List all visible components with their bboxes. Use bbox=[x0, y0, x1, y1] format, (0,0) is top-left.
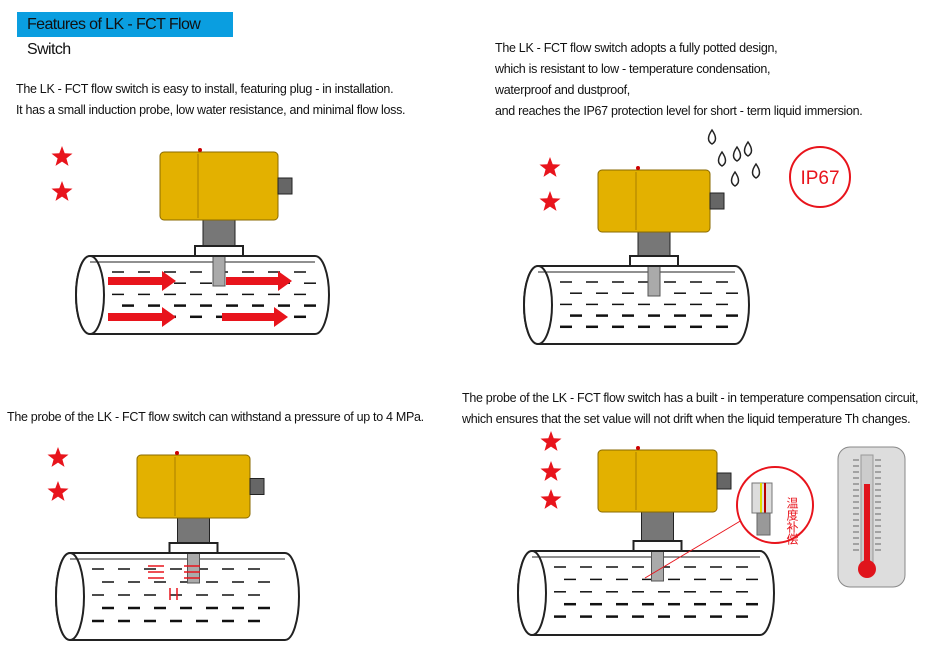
led-indicator bbox=[636, 166, 640, 170]
star-icon bbox=[540, 431, 562, 451]
pipe bbox=[523, 265, 750, 345]
water-drop-icon bbox=[730, 170, 740, 187]
text-line: The probe of the LK - FCT flow switch ha… bbox=[462, 391, 919, 405]
ip67-badge-text: IP67 bbox=[800, 168, 839, 189]
star-icon bbox=[540, 489, 562, 509]
water-drop-icon bbox=[743, 140, 753, 157]
feature-3-text: The probe of the LK - FCT flow switch ca… bbox=[7, 407, 424, 428]
flow-arrow-icon bbox=[222, 307, 288, 327]
feature-4-text: The probe of the LK - FCT flow switch ha… bbox=[462, 388, 919, 430]
feature-2-text: The LK - FCT flow switch adopts a fully … bbox=[495, 38, 863, 122]
pipe bbox=[517, 550, 775, 636]
led-indicator bbox=[198, 148, 202, 152]
page-title: Features of LK - FCT Flow Switch bbox=[17, 12, 233, 58]
pipe-mount bbox=[168, 542, 219, 554]
cable-connector bbox=[249, 478, 265, 495]
pipe-end bbox=[55, 552, 85, 641]
star-icon bbox=[47, 481, 69, 501]
flow-arrow-icon bbox=[108, 271, 176, 291]
star-icon bbox=[539, 191, 561, 211]
star-icon bbox=[47, 447, 69, 467]
switch-body bbox=[159, 151, 279, 221]
switch-body bbox=[136, 454, 251, 519]
callout-char: 温度补偿 bbox=[785, 497, 799, 545]
thermometer-bulb bbox=[858, 560, 876, 578]
switch-body bbox=[597, 169, 711, 233]
probe-tip bbox=[756, 512, 771, 536]
ip67-badge bbox=[789, 146, 851, 208]
star-icon bbox=[539, 157, 561, 177]
wire-yellow bbox=[760, 483, 762, 513]
pipe-end bbox=[523, 265, 553, 345]
text-line: The LK - FCT flow switch is easy to inst… bbox=[16, 82, 394, 96]
text-line: which ensures that the set value will no… bbox=[462, 412, 911, 426]
flow-arrow-icon bbox=[108, 307, 176, 327]
water-drop-icon bbox=[751, 162, 761, 179]
cable-connector bbox=[709, 192, 725, 210]
pipe-end bbox=[517, 550, 547, 636]
feature-1-text: The LK - FCT flow switch is easy to inst… bbox=[16, 79, 406, 121]
pipe-mount bbox=[629, 255, 679, 267]
text-line: and reaches the IP67 protection level fo… bbox=[495, 104, 863, 118]
pipe-end bbox=[75, 255, 105, 335]
magnifier-circle bbox=[736, 466, 814, 544]
star-icon bbox=[540, 461, 562, 481]
led-indicator bbox=[636, 446, 640, 450]
text-line: The LK - FCT flow switch adopts a fully … bbox=[495, 41, 778, 55]
text-line: which is resistant to low - temperature … bbox=[495, 62, 771, 76]
switch-body bbox=[597, 449, 718, 513]
text-line: waterproof and dustproof, bbox=[495, 83, 630, 97]
pipe-mount bbox=[194, 245, 244, 257]
text-line: The probe of the LK - FCT flow switch ca… bbox=[7, 410, 424, 424]
cable-connector bbox=[716, 472, 732, 490]
text-line: It has a small induction probe, low wate… bbox=[16, 103, 406, 117]
thermometer-mercury bbox=[864, 484, 870, 564]
pipe-mount bbox=[632, 540, 683, 552]
wire-red bbox=[764, 483, 766, 513]
flow-arrow-icon bbox=[226, 271, 292, 291]
cable-connector bbox=[277, 177, 293, 195]
water-drop-icon bbox=[717, 150, 727, 167]
led-indicator bbox=[175, 451, 179, 455]
water-drop-icon bbox=[707, 128, 717, 145]
star-icon bbox=[51, 181, 73, 201]
callout-line bbox=[644, 519, 743, 579]
water-drop-icon bbox=[732, 145, 742, 162]
star-icon bbox=[51, 146, 73, 166]
